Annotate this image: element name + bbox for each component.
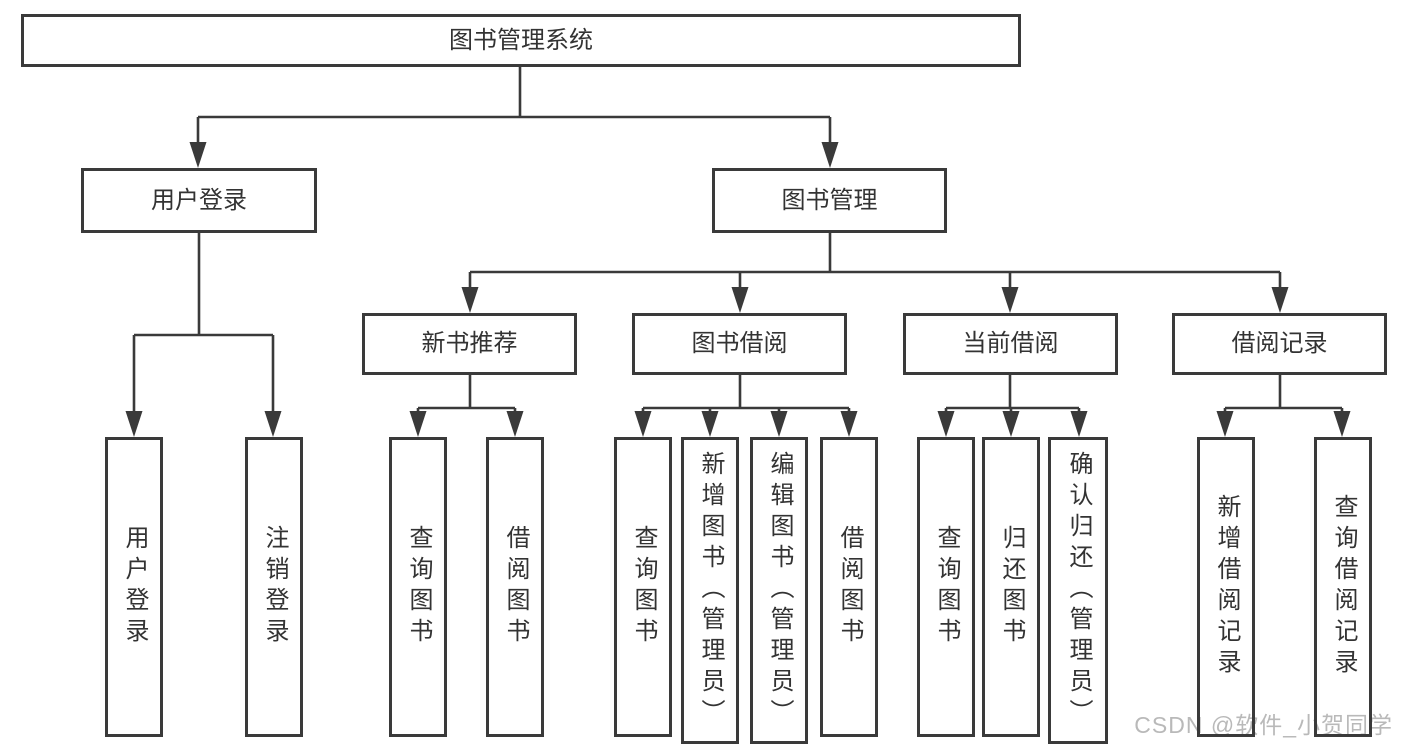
leaf-user-login: 用户登录 xyxy=(105,437,163,737)
leaf-query-book-recommend: 查询图书 xyxy=(389,437,447,737)
leaf-borrow-book: 借阅图书 xyxy=(820,437,878,737)
node-new-book-recommend: 新书推荐 xyxy=(362,313,577,375)
leaf-logout: 注销登录 xyxy=(245,437,303,737)
leaf-add-borrow-record: 新增借阅记录 xyxy=(1197,437,1255,737)
node-book-management: 图书管理 xyxy=(712,168,947,233)
node-user-login: 用户登录 xyxy=(81,168,317,233)
leaf-edit-book-admin: 编辑图书（管理员） xyxy=(750,437,808,744)
leaf-borrow-book-recommend: 借阅图书 xyxy=(486,437,544,737)
leaf-add-book-admin: 新增图书（管理员） xyxy=(681,437,739,744)
watermark-text: CSDN @软件_小贺同学 xyxy=(1134,712,1393,738)
leaf-query-book-borrow: 查询图书 xyxy=(614,437,672,737)
node-current-borrow: 当前借阅 xyxy=(903,313,1118,375)
node-borrow-records: 借阅记录 xyxy=(1172,313,1387,375)
node-root: 图书管理系统 xyxy=(21,14,1021,67)
leaf-confirm-return-admin: 确认归还（管理员） xyxy=(1048,437,1108,744)
leaf-return-book: 归还图书 xyxy=(982,437,1040,737)
leaf-query-borrow-record: 查询借阅记录 xyxy=(1314,437,1372,737)
node-book-borrow: 图书借阅 xyxy=(632,313,847,375)
leaf-query-book-current: 查询图书 xyxy=(917,437,975,737)
